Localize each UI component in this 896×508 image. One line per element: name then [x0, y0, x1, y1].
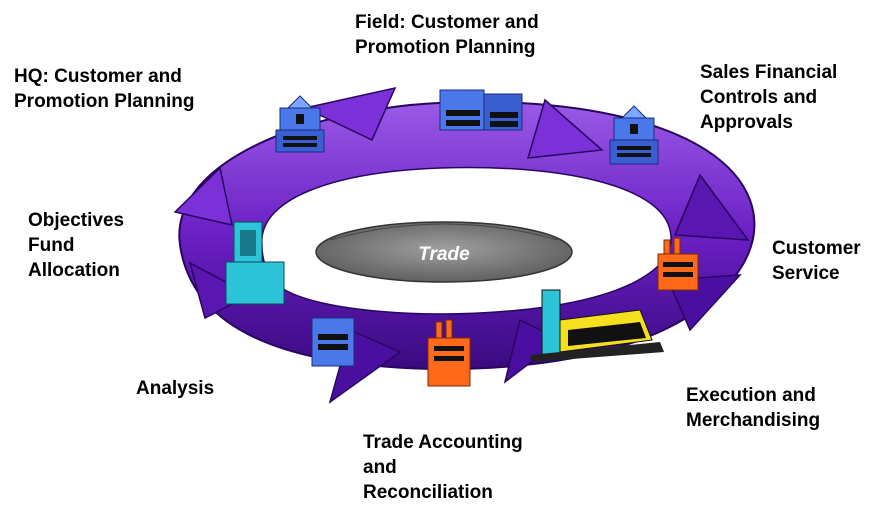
factory-icon-accounting — [427, 319, 471, 387]
hq-building-icon — [275, 95, 325, 153]
label-analysis: Analysis — [136, 378, 215, 399]
field-office-icon — [439, 89, 523, 131]
arrow-head-objectives-to-hq — [173, 166, 233, 226]
factory-icon — [657, 237, 699, 291]
arrow-head-field-to-sales — [526, 98, 604, 159]
center-label: Trade — [418, 244, 470, 265]
office-icon — [311, 317, 355, 367]
store-icon — [530, 289, 664, 362]
center-disc: Trade — [315, 221, 573, 283]
arrow-head-hq-to-field — [302, 86, 397, 142]
sales-building-icon — [609, 105, 659, 165]
arrow-head-analysis-to-objectives — [188, 261, 252, 320]
tower-building-icon — [225, 221, 285, 305]
arrow-head-sales-to-service — [673, 173, 750, 241]
